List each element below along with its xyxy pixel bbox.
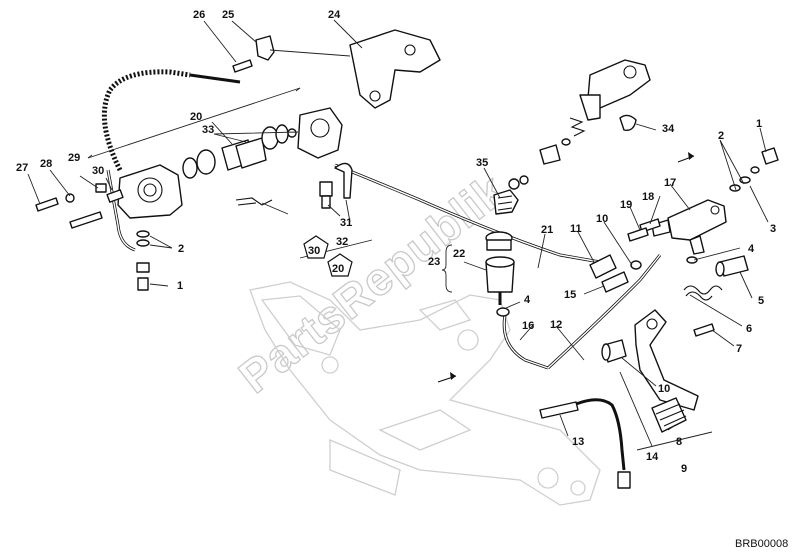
footpeg-bracket-frame	[249, 281, 601, 506]
brake-pads	[221, 137, 267, 171]
callout-32: 32	[336, 236, 348, 248]
feed-pipe	[546, 254, 662, 370]
callout-13: 13	[572, 436, 584, 448]
badge-30	[303, 235, 329, 259]
callout-numbers: 26 25 24 20 33 27 28 29 30 2 1 31 32 30 …	[16, 9, 776, 475]
callout-1b: 1	[756, 118, 762, 130]
callout-4b: 4	[748, 243, 755, 255]
caliper-pistons	[182, 149, 216, 179]
pivot-bolt-5	[715, 255, 749, 277]
pushrod-11-15	[589, 254, 642, 293]
banjo-bolt-washers	[136, 230, 150, 291]
callout-12: 12	[550, 319, 562, 331]
reservoir-hose	[496, 307, 549, 370]
fluid-reservoir	[485, 231, 515, 305]
callout-34: 34	[662, 123, 675, 135]
callout-10a: 10	[596, 213, 608, 225]
hose-guide	[334, 162, 353, 199]
clip-25	[255, 35, 275, 61]
callout-31: 31	[340, 217, 352, 229]
callout-14: 14	[646, 451, 659, 463]
callout-18: 18	[642, 191, 654, 203]
hose-clip-34	[619, 114, 637, 131]
pad-spring-and-pin	[235, 197, 273, 206]
washer-4	[686, 256, 698, 264]
callout-10b: 10	[658, 383, 670, 395]
upper-master-cylinder	[579, 59, 651, 121]
bolt-26	[232, 59, 253, 73]
callout-27: 27	[16, 162, 28, 174]
brake-hose	[101, 69, 241, 252]
callout-6: 6	[746, 323, 752, 335]
callout-3: 3	[770, 223, 776, 235]
callout-4a: 4	[524, 294, 531, 306]
callout-20a: 20	[190, 111, 202, 123]
heel-guard-bracket	[349, 29, 441, 109]
callout-29: 29	[68, 152, 80, 164]
watermark: PartsRepublik	[229, 163, 515, 402]
callout-23: 23	[428, 256, 440, 268]
caliper-bolts	[35, 183, 107, 229]
brake-caliper	[106, 164, 183, 219]
callout-26: 26	[193, 9, 205, 21]
callout-21: 21	[541, 224, 553, 236]
callout-17: 17	[664, 177, 676, 189]
diagram-reference-code: BRB00008	[735, 538, 788, 550]
callout-22: 22	[453, 248, 465, 260]
bleed-valve	[319, 181, 333, 209]
callout-11: 11	[570, 223, 582, 235]
callout-24: 24	[328, 9, 341, 21]
callout-1a: 1	[177, 280, 183, 292]
brake-line	[334, 163, 601, 264]
callout-8: 8	[676, 436, 682, 448]
callout-5: 5	[758, 295, 764, 307]
pedal-bolt-7	[693, 323, 715, 337]
brake-pedal	[634, 309, 699, 411]
callout-2b: 2	[718, 130, 724, 142]
callout-25: 25	[222, 9, 234, 21]
leader-lines	[27, 19, 769, 447]
callout-30a: 30	[92, 165, 104, 177]
reservoir-cap-35	[493, 175, 529, 215]
group-bracket-22	[441, 244, 453, 293]
pedal-rubber-8	[651, 397, 687, 433]
callout-19: 19	[620, 199, 632, 211]
callout-15: 15	[564, 289, 576, 301]
pedal-bush-10	[601, 339, 627, 363]
direction-arrows	[437, 152, 695, 383]
return-spring	[683, 285, 723, 301]
caliper-bracket	[261, 107, 343, 159]
callout-28: 28	[40, 158, 52, 170]
callout-35: 35	[476, 157, 488, 169]
callout-9: 9	[681, 463, 687, 475]
badge-20	[327, 253, 353, 277]
callout-7: 7	[736, 343, 742, 355]
callout-20b: 20	[332, 263, 344, 275]
callout-2a: 2	[178, 243, 184, 255]
callout-16: 16	[522, 320, 534, 332]
callout-30b: 30	[308, 245, 320, 257]
mounting-bolts-18-19	[627, 218, 661, 242]
callout-33: 33	[202, 124, 214, 136]
push-rod-spring	[539, 117, 586, 165]
cap-screws-1-2	[729, 147, 779, 192]
group-bracket-9	[636, 431, 713, 451]
group-bracket-20	[87, 87, 301, 159]
brake-light-switch	[539, 398, 631, 489]
